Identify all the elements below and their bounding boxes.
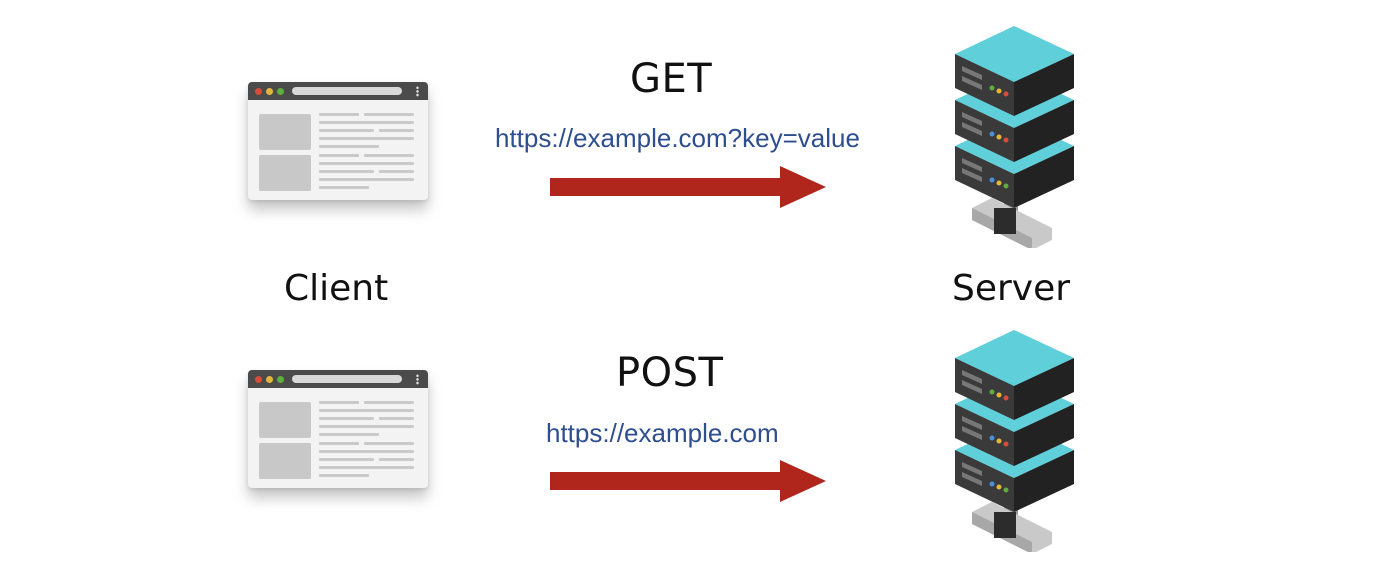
text-line (319, 170, 374, 173)
get-url-label: https://example.com?key=value (495, 123, 860, 153)
image-placeholder (259, 155, 311, 191)
text-line (319, 186, 369, 189)
text-line (319, 178, 414, 181)
image-placeholder (259, 114, 311, 150)
image-placeholder (259, 443, 311, 479)
text-line (319, 458, 374, 461)
close-dot-icon (255, 376, 262, 383)
post-method-label: POST (616, 350, 724, 396)
text-line (379, 170, 414, 173)
maximize-dot-icon (277, 376, 284, 383)
client-browser-icon-get (248, 82, 428, 200)
get-method-label: GET (630, 56, 713, 102)
close-dot-icon (255, 88, 262, 95)
text-line (319, 401, 359, 404)
post-url-label: https://example.com (546, 418, 779, 448)
address-bar (292, 87, 402, 95)
text-line (319, 466, 414, 469)
right-arrow-icon (550, 460, 826, 502)
text-line (364, 401, 414, 404)
menu-dots-icon (416, 374, 419, 385)
text-line (319, 145, 379, 148)
text-line (364, 113, 414, 116)
text-line (319, 409, 414, 412)
text-line (364, 442, 414, 445)
text-line (379, 417, 414, 420)
text-line (319, 129, 374, 132)
menu-dots-icon (416, 86, 419, 97)
text-line (319, 442, 359, 445)
text-line (319, 113, 359, 116)
right-arrow-icon (550, 166, 826, 208)
server-label: Server (952, 268, 1071, 309)
server-stack-icon-post (955, 330, 1074, 552)
text-line (364, 154, 414, 157)
text-line (319, 417, 374, 420)
text-line (379, 129, 414, 132)
text-line (319, 162, 414, 165)
address-bar (292, 375, 402, 383)
text-line (319, 121, 414, 124)
text-line (319, 450, 414, 453)
client-label: Client (284, 268, 389, 309)
text-line (319, 154, 359, 157)
text-line (379, 458, 414, 461)
image-placeholder (259, 402, 311, 438)
minimize-dot-icon (266, 88, 273, 95)
maximize-dot-icon (277, 88, 284, 95)
text-line (319, 137, 414, 140)
text-line (319, 425, 414, 428)
client-browser-icon-post (248, 370, 428, 488)
text-line (319, 474, 369, 477)
server-stack-icon-get (955, 26, 1074, 248)
minimize-dot-icon (266, 376, 273, 383)
text-line (319, 433, 379, 436)
